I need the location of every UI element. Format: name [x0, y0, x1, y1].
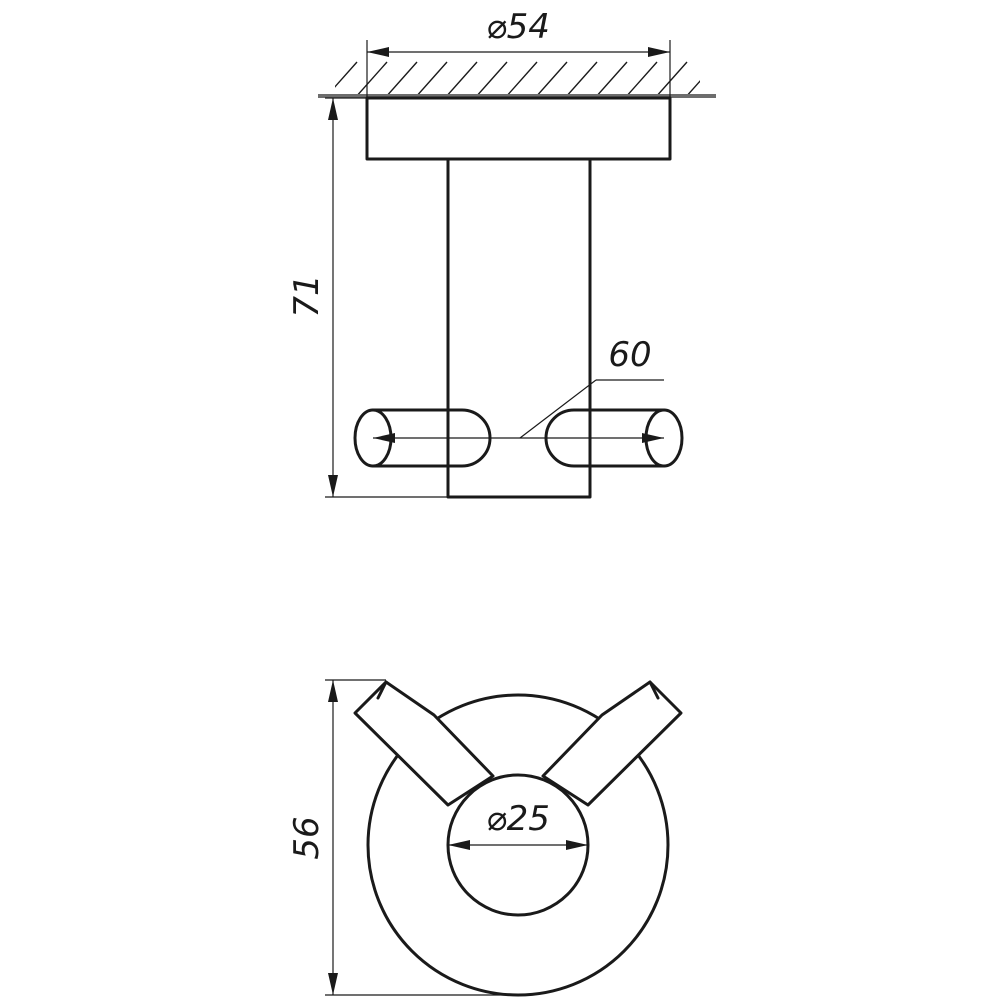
dim-label-front-height: 56	[287, 816, 327, 859]
dimension-hook-span: 60	[373, 335, 664, 443]
dimension-total-height: 71	[287, 97, 448, 498]
central-rod	[446, 157, 592, 499]
side-view: ⌀54 71 60	[287, 7, 716, 499]
dimension-front-height: 56	[287, 679, 518, 996]
front-view: ⌀25 56	[287, 679, 683, 997]
dimension-mount-diameter: ⌀54	[366, 7, 671, 98]
dim-label-inner-diameter: ⌀25	[486, 799, 550, 839]
dim-label-hook-span: 60	[608, 335, 651, 375]
mounting-plate	[365, 96, 672, 161]
dim-label-mount-diameter: ⌀54	[486, 7, 550, 47]
dim-label-total-height: 71	[287, 274, 327, 317]
wall-hatching	[335, 61, 700, 96]
left-hook-arm	[353, 680, 495, 807]
right-hook-arm	[541, 680, 683, 807]
dimension-inner-diameter: ⌀25	[448, 799, 588, 850]
